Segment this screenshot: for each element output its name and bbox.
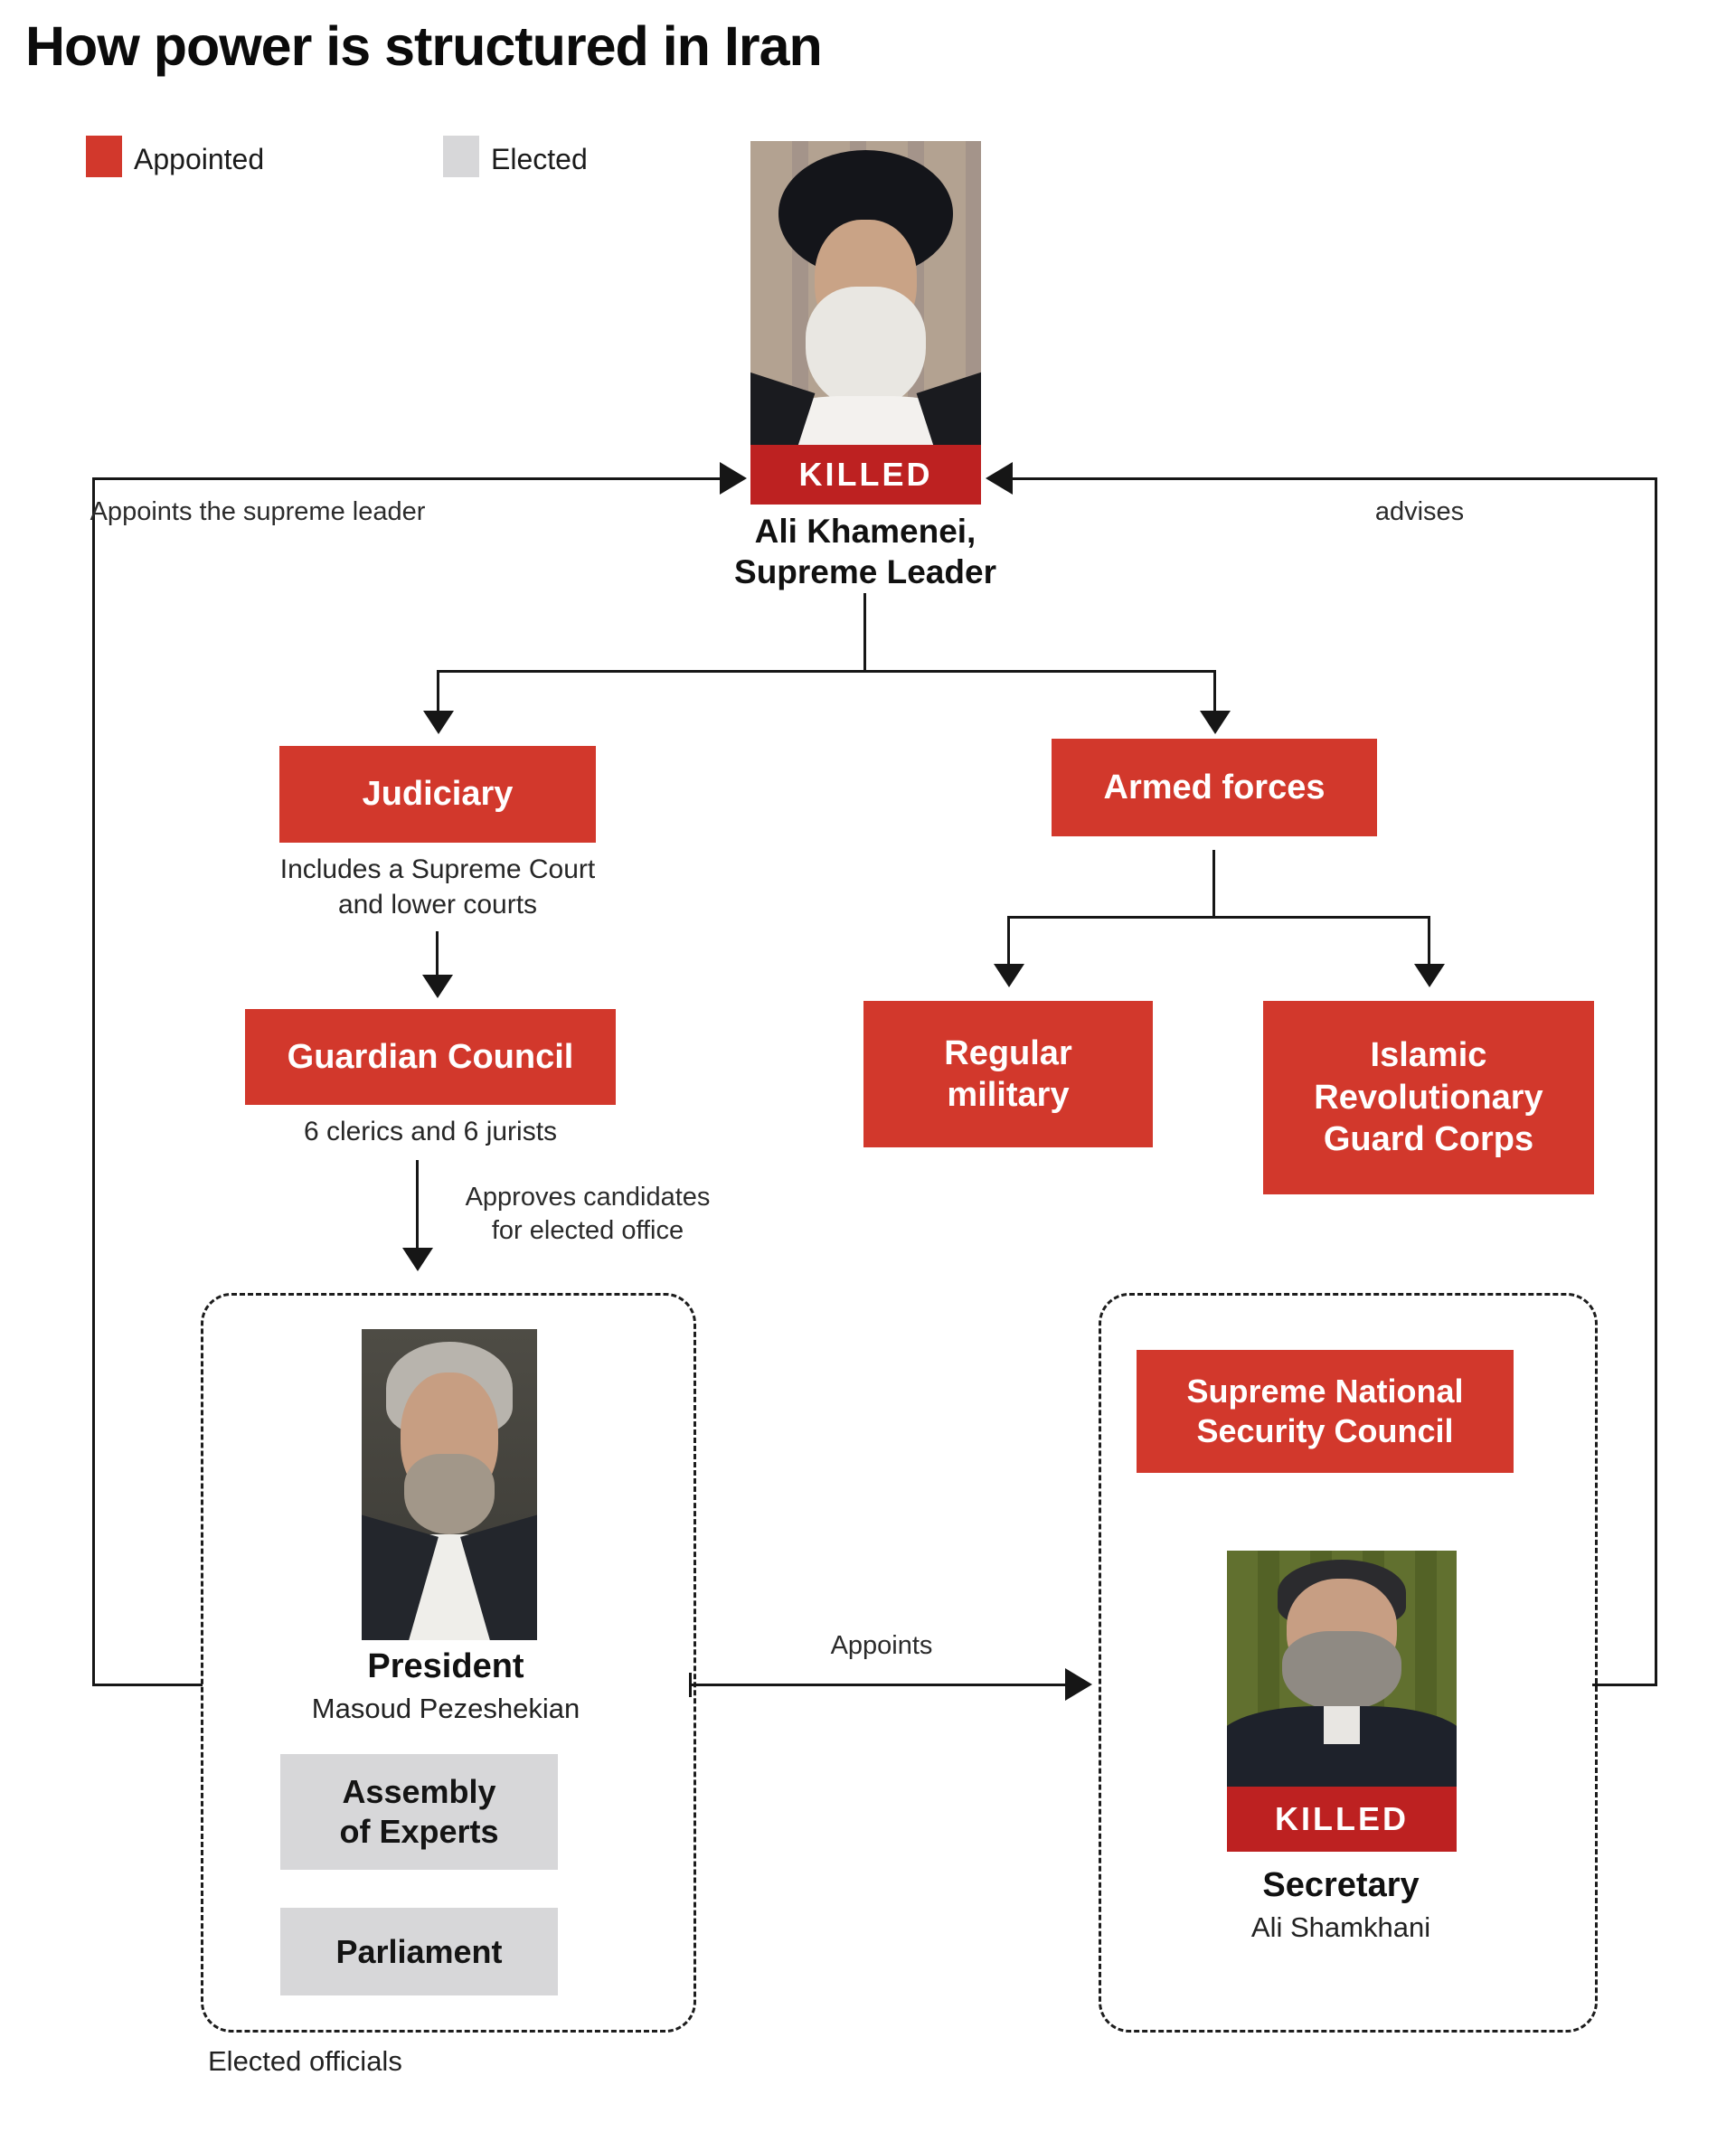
branch-armed-horizontal <box>1007 916 1430 919</box>
arrowhead-judiciary <box>423 711 454 734</box>
armed-forces-box: Armed forces <box>1052 739 1377 836</box>
arrowhead-appoints-supreme <box>720 462 747 495</box>
guardian-council-box: Guardian Council <box>245 1009 616 1105</box>
snsc-box: Supreme National Security Council <box>1137 1350 1514 1473</box>
legend-elected-label: Elected <box>491 143 588 175</box>
khamenei-photo <box>750 141 981 445</box>
guardian-council-note: 6 clerics and 6 jurists <box>303 1117 558 1146</box>
shamkhani-photo <box>1227 1551 1457 1787</box>
arrowhead-armed-forces <box>1200 711 1231 734</box>
drop-to-irgc <box>1428 916 1430 966</box>
beard-shape <box>1281 1630 1402 1712</box>
drop-to-armed-forces <box>1213 670 1216 712</box>
arrowhead-irgc <box>1414 964 1445 987</box>
president-name: Masoud Pezeshekian <box>311 1693 580 1724</box>
president-photo <box>362 1329 537 1640</box>
legend-appointed-swatch <box>86 136 122 177</box>
arrowhead-guardian <box>422 975 453 998</box>
elected-officials-group <box>201 1293 696 2033</box>
approves-line2: for elected office <box>491 1216 684 1245</box>
connector-armed-stub <box>1212 850 1215 916</box>
connector-judiciary-guardian <box>436 931 439 976</box>
supreme-killed-badge: KILLED <box>750 445 981 505</box>
beard-shape <box>403 1453 495 1535</box>
advises-label: advises <box>1374 497 1465 526</box>
legend-elected-swatch <box>443 136 479 177</box>
supreme-name-line1: Ali Khamenei, <box>754 513 976 550</box>
appoints-label: Appoints <box>830 1631 933 1660</box>
irgc-box: Islamic Revolutionary Guard Corps <box>1263 1001 1594 1194</box>
judiciary-note: Includes a Supreme Court and lower court… <box>212 852 664 922</box>
supreme-name-line2: Supreme Leader <box>734 553 996 590</box>
arrowhead-advises <box>986 462 1013 495</box>
loop-right-bottom-horizontal <box>1592 1684 1657 1686</box>
approves-candidates-label: Approves candidates for elected office <box>434 1181 741 1248</box>
loop-right-top-horizontal <box>1011 477 1657 480</box>
drop-to-regular-military <box>1007 916 1010 966</box>
connector-supreme-stub <box>863 593 866 670</box>
parliament-box: Parliament <box>280 1908 558 1995</box>
page-title: How power is structured in Iran <box>25 15 823 77</box>
judiciary-box: Judiciary <box>279 746 596 843</box>
branch-supreme-horizontal <box>437 670 1216 673</box>
judiciary-note-line1: Includes a Supreme Court <box>279 854 596 884</box>
legend-appointed-label: Appointed <box>134 143 265 175</box>
regular-military-box: Regular military <box>863 1001 1153 1147</box>
approves-line1: Approves candidates <box>465 1183 711 1212</box>
drop-to-judiciary <box>437 670 439 712</box>
loop-left-top-horizontal <box>92 477 720 480</box>
arrowhead-elected-box <box>402 1248 433 1271</box>
assembly-of-experts-box: Assembly of Experts <box>280 1754 558 1870</box>
secretary-name: Ali Shamkhani <box>1250 1911 1431 1943</box>
connector-guardian-elected <box>416 1160 419 1250</box>
president-title: President <box>367 1647 524 1685</box>
supreme-leader-name: Ali Khamenei, Supreme Leader <box>617 511 1114 592</box>
secretary-title: Secretary <box>1262 1866 1420 1904</box>
security-council-group <box>1099 1293 1598 2033</box>
loop-left-bottom-horizontal <box>92 1684 203 1686</box>
appoints-line <box>689 1684 1065 1686</box>
judiciary-note-line2: and lower courts <box>337 890 538 920</box>
beard-shape <box>806 287 926 409</box>
loop-left-vertical <box>92 477 95 1686</box>
appoints-supreme-label: Appoints the supreme leader <box>90 497 426 526</box>
arrowhead-regular-military <box>994 964 1024 987</box>
loop-right-vertical <box>1655 477 1657 1686</box>
elected-officials-caption: Elected officials <box>208 2045 402 2077</box>
collar-shape <box>1323 1706 1361 1744</box>
arrowhead-appoints-secretary <box>1065 1668 1092 1701</box>
secretary-killed-badge: KILLED <box>1227 1787 1457 1852</box>
